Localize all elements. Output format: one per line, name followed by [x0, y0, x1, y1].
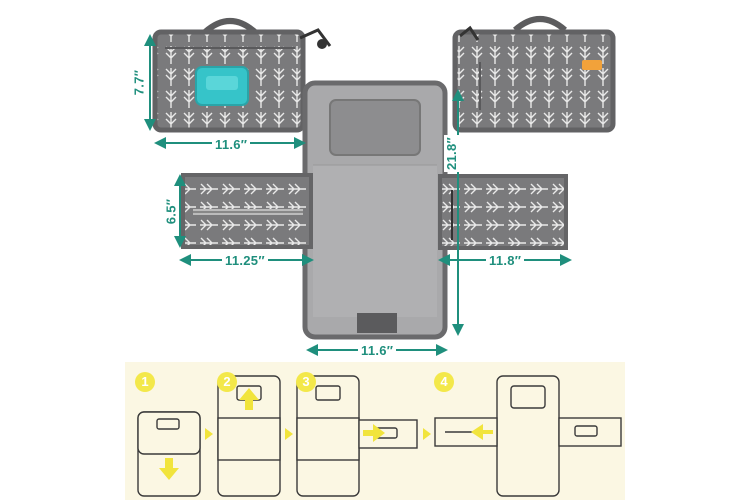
chevron-right-icon: [205, 428, 213, 440]
wallet-width-label: 11.6″: [212, 137, 251, 152]
arrow-left-icon: [471, 424, 493, 440]
chevron-right-icon: [285, 428, 293, 440]
pad-width-label: 11.6″: [358, 343, 397, 358]
arrow-up-icon: [239, 388, 259, 410]
chevron-right-icon: [423, 428, 431, 440]
step-badge-4: 4: [434, 372, 454, 392]
steps-illustration: [137, 375, 622, 497]
pad-length-label: 21.8″: [444, 134, 460, 173]
changing-pad: [302, 80, 448, 340]
left-flap: [181, 173, 313, 249]
wallet-front: [152, 18, 332, 133]
step-badge-2: 2: [217, 372, 237, 392]
arrow-down-icon: [159, 458, 179, 480]
wallet-height-label: 7.7″: [131, 69, 147, 96]
product-illustration: [144, 16, 616, 356]
step-badge-3: 3: [296, 372, 316, 392]
side-height-label: 6.5″: [163, 198, 179, 225]
wallet-back: [452, 16, 616, 133]
left-flap-width-label: 11.25″: [222, 253, 268, 268]
arrow-right-icon: [363, 424, 385, 442]
step-badge-1: 1: [135, 372, 155, 392]
right-flap-width-label: 11.8″: [486, 253, 525, 268]
